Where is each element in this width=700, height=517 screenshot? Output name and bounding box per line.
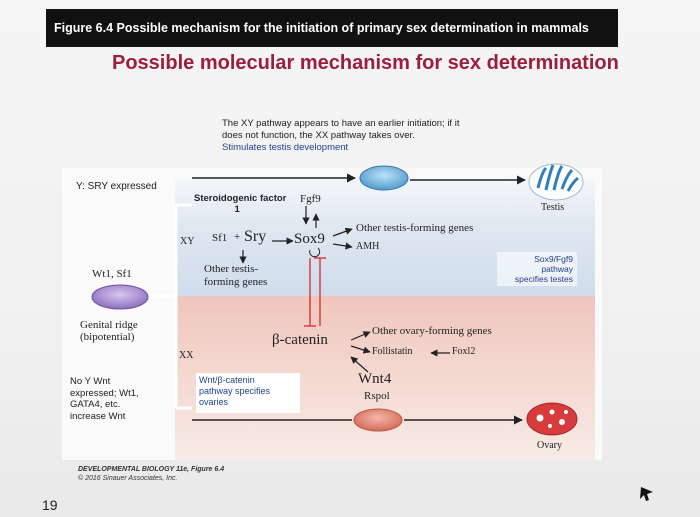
page-number: 19 — [42, 497, 58, 513]
mouse-cursor-icon — [640, 487, 653, 501]
genital-ridge-line-2: (bipotential) — [80, 331, 138, 343]
mutual-inhibition-lines — [304, 258, 326, 326]
testis-precursor-cell — [360, 166, 408, 190]
other-testis-forming-label: Other testis- forming genes — [204, 263, 267, 289]
no-y-line-1: No Y Wnt — [70, 376, 139, 388]
credit-line-2: © 2016 Sinauer Associates, Inc. — [78, 474, 224, 483]
ovary-label: Ovary — [537, 440, 562, 451]
foxl2-label: Foxl2 — [452, 346, 475, 357]
sox9-box-line-2: pathway — [501, 264, 573, 274]
rspo1-label: Rspol — [364, 390, 390, 402]
xx-label: XX — [179, 350, 193, 361]
sry-label: Sry — [244, 228, 266, 246]
wnt-box-line-1: Wnt/β-catenin — [199, 375, 297, 386]
credit-line-1: DEVELOPMENTAL BIOLOGY 11e, Figure 6.4 — [78, 465, 224, 474]
sox9-autoregulation-loop — [310, 248, 320, 257]
wnt4-to-catenin-arrow — [351, 357, 368, 372]
sox9-pathway-box: Sox9/Fgf9 pathway specifies testes — [497, 252, 577, 286]
sox9-box-line-1: Sox9/Fgf9 — [501, 254, 573, 264]
wnt-pathway-box: Wnt/β-catenin pathway specifies ovaries — [196, 373, 300, 413]
y-sry-label: Y: SRY expressed — [76, 181, 157, 193]
amh-label: AMH — [356, 241, 379, 252]
sf1-factor-line-1: Steroidogenic factor — [194, 193, 286, 204]
sf1-factor-line-2: 1 — [188, 204, 286, 215]
genital-ridge-label: Genital ridge (bipotential) — [80, 319, 138, 343]
no-y-wnt-note: No Y Wnt expressed; Wt1, GATA4, etc. inc… — [70, 376, 139, 422]
ovary-icon — [527, 403, 577, 435]
catenin-to-follistatin-arrow — [351, 346, 370, 352]
genital-ridge-cell — [92, 285, 148, 309]
sox9-to-amh-arrow — [333, 244, 352, 247]
follistatin-label: Follistatin — [372, 346, 413, 357]
genital-ridge-line-1: Genital ridge — [80, 319, 138, 331]
no-y-line-3: GATA4, etc. — [70, 399, 139, 411]
figure-credit: DEVELOPMENTAL BIOLOGY 11e, Figure 6.4 © … — [78, 465, 224, 483]
no-y-line-2: expressed; Wt1, — [70, 388, 139, 400]
beta-catenin-label: β-catenin — [272, 332, 328, 349]
wt1-sf1-label: Wt1, Sf1 — [92, 268, 132, 280]
xy-label: XY — [180, 236, 194, 247]
other-testis-genes-label: Other testis-forming genes — [356, 222, 473, 234]
sox9-label: Sox9 — [294, 231, 325, 248]
plus-sign: + — [234, 231, 240, 243]
sox9-to-other-genes-arrow — [333, 229, 352, 236]
wnt-box-line-2: pathway specifies — [199, 386, 297, 397]
fgf9-label: Fgf9 — [300, 193, 321, 205]
testis-icon — [529, 164, 583, 200]
no-y-line-4: increase Wnt — [70, 411, 139, 423]
ovary-precursor-cell — [354, 409, 402, 431]
testis-label: Testis — [541, 202, 564, 213]
sox9-box-line-3: specifies testes — [501, 274, 573, 284]
other-testis-forming-line-1: Other testis- — [204, 263, 267, 276]
other-ovary-genes-label: Other ovary-forming genes — [372, 325, 492, 337]
catenin-to-ovary-genes-arrow — [351, 332, 370, 340]
other-testis-forming-line-2: forming genes — [204, 276, 267, 289]
sf1-label: Sf1 — [212, 232, 227, 244]
wnt4-label: Wnt4 — [358, 371, 391, 388]
sf1-factor-label: Steroidogenic factor 1 — [194, 193, 286, 215]
wnt-box-line-3: ovaries — [199, 397, 297, 408]
